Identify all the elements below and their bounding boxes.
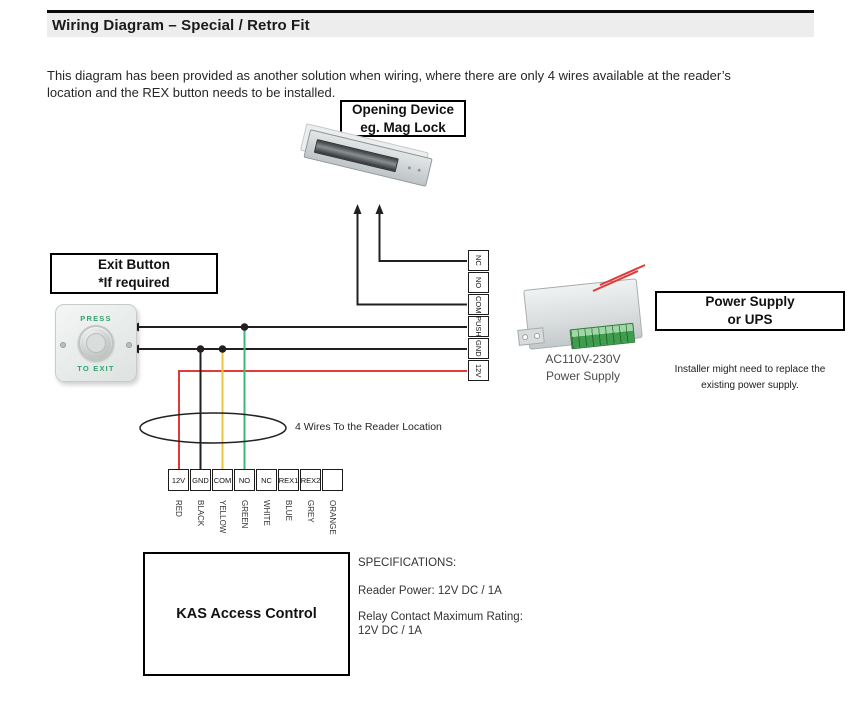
spec-relay-rating: Relay Contact Maximum Rating: 12V DC / 1… (358, 610, 523, 638)
spec-relay-line1: Relay Contact Maximum Rating: (358, 611, 523, 623)
maglock-nc-wire (378, 213, 467, 262)
terminal-gnd: GND (190, 469, 211, 491)
opening-device-line2: eg. Mag Lock (360, 119, 446, 135)
exit-button-press-label: PRESS (80, 314, 112, 323)
wire-color-grey: GREY (306, 500, 315, 523)
spec-reader-power: Reader Power: 12V DC / 1A (358, 585, 502, 597)
terminal-push: PUSH (468, 316, 489, 337)
mag-lock-screw (417, 168, 421, 173)
arrow-up-icon (353, 204, 362, 214)
kas-access-control-box: KAS Access Control (143, 552, 350, 676)
psu-caption-line2: Power Supply (545, 369, 621, 384)
arrow-up-icon (375, 204, 384, 214)
wire-color-orange: ORANGE (328, 500, 337, 535)
terminal-nc: NC (256, 469, 277, 491)
junction-dot (196, 345, 205, 353)
screw-hole-icon (60, 342, 66, 348)
spec-relay-line2: 12V DC / 1A (358, 625, 422, 637)
power-supply-wires (592, 264, 646, 292)
junction-dot (240, 323, 249, 331)
red-12v-wire (178, 370, 467, 469)
intro-paragraph: This diagram has been provided as anothe… (47, 68, 731, 100)
screw-hole-icon (521, 333, 529, 341)
terminal-com: COM (468, 294, 489, 315)
kas-label: KAS Access Control (176, 605, 317, 622)
terminal-nc: NC (468, 250, 489, 271)
exit-button-label-box: Exit Button *If required (50, 253, 218, 294)
terminal-empty (322, 469, 343, 491)
specifications-heading: SPECIFICATIONS: (358, 557, 457, 569)
title-bar: Wiring Diagram – Special / Retro Fit (47, 10, 814, 37)
exit-button-inner-circle (86, 333, 106, 353)
cable-note: 4 Wires To the Reader Location (295, 421, 442, 433)
psu-caption-line1: AC110V-230V (545, 352, 621, 366)
cable-bundle-ellipse (139, 412, 287, 444)
terminal-rex1: REX1 (278, 469, 299, 491)
wire-color-blue: BLUE (284, 500, 293, 521)
terminal-12v: 12V (468, 360, 489, 381)
power-supply-caption: AC110V-230V Power Supply (520, 351, 646, 386)
exit-button-image: PRESS TO EXIT (55, 304, 137, 382)
exit-button-line2: *If required (98, 274, 170, 290)
wire-color-yellow: YELLOW (218, 500, 227, 534)
installer-note: Installer might need to replace the exis… (674, 364, 826, 391)
terminal-no: NO (468, 272, 489, 293)
opening-device-label-box: Opening Device eg. Mag Lock (340, 100, 466, 137)
screw-hole-icon (126, 342, 132, 348)
junction-dot (218, 345, 227, 353)
terminal-gnd: GND (468, 338, 489, 359)
exit-button-line1: Exit Button (98, 256, 170, 272)
wire-color-white: WHITE (262, 500, 271, 526)
wire-color-red: RED (174, 500, 183, 517)
exit-button-circle (78, 325, 114, 361)
terminal-rex2: REX2 (300, 469, 321, 491)
maglock-com-wire (356, 213, 467, 306)
wire-color-labels: RED BLACK YELLOW GREEN WHITE BLUE GREY O… (168, 500, 343, 554)
power-supply-mounting-flange (517, 327, 545, 346)
psu-red-wire (592, 270, 639, 292)
reader-terminal-block: NC NO COM PUSH GND 12V (468, 250, 489, 381)
wire-color-green: GREEN (240, 500, 249, 529)
ups-line2: or UPS (727, 312, 773, 327)
psu-red-wire (599, 264, 646, 286)
mag-lock-screw (407, 166, 412, 170)
page-title: Wiring Diagram – Special / Retro Fit (52, 16, 310, 34)
wire-color-black: BLACK (196, 500, 205, 527)
opening-device-line1: Opening Device (351, 101, 455, 117)
ups-label-box: Power Supply or UPS (655, 291, 845, 331)
ups-line1: Power Supply (705, 294, 795, 310)
power-supply-terminal-strip (569, 322, 636, 350)
screw-hole-icon (533, 332, 541, 340)
terminal-12v: 12V (168, 469, 189, 491)
terminal-no: NO (234, 469, 255, 491)
terminal-com: COM (212, 469, 233, 491)
exit-button-toexit-label: TO EXIT (77, 364, 115, 373)
controller-terminal-block: 12V GND COM NO NC REX1 REX2 (168, 469, 343, 491)
